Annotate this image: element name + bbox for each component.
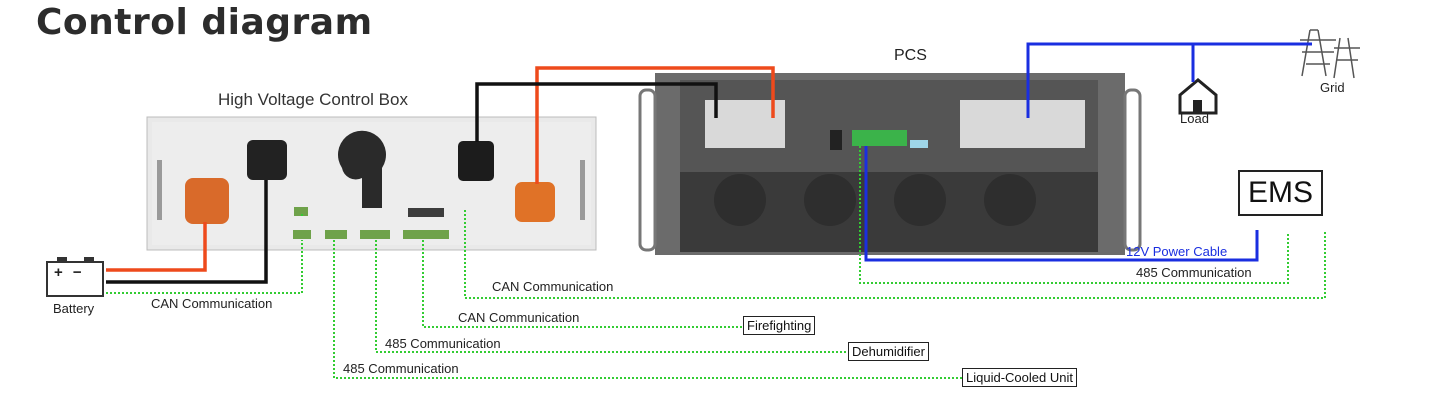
can-ems-label: CAN Communication xyxy=(492,279,614,294)
comm-485-liquid-label: 485 Communication xyxy=(343,361,459,376)
can-battery-label: CAN Communication xyxy=(151,296,273,311)
comm-485-ems-label: 485 Communication xyxy=(1136,265,1252,280)
isolator-switch xyxy=(338,130,387,208)
ac-cables xyxy=(864,42,1312,262)
power-cable-label: 12V Power Cable xyxy=(1126,244,1228,259)
positive-terminal-left xyxy=(185,178,229,224)
negative-terminal-left xyxy=(247,140,287,180)
page-title: Control diagram xyxy=(36,2,373,43)
hv-box-label: High Voltage Control Box xyxy=(218,90,408,109)
battery-icon xyxy=(46,257,104,297)
load-label: Load xyxy=(1180,111,1209,126)
liquid-cooled-box: Liquid-Cooled Unit xyxy=(962,368,1077,387)
comm-485-dehum-label: 485 Communication xyxy=(385,336,501,351)
house-icon xyxy=(1178,78,1218,115)
grid-label: Grid xyxy=(1320,80,1345,95)
firefighting-box: Firefighting xyxy=(743,316,816,335)
can-fire-label: CAN Communication xyxy=(458,310,580,325)
positive-terminal-right xyxy=(515,182,555,222)
dc-positive-cables xyxy=(106,66,775,272)
pcs-label: PCS xyxy=(894,47,927,64)
dehumidifier-box: Dehumidifier xyxy=(848,342,929,361)
comm-lines xyxy=(106,146,1326,379)
ems-box: EMS xyxy=(1238,170,1324,216)
battery-sign: + − xyxy=(54,264,85,281)
hv-control-box xyxy=(146,116,597,251)
dc-negative-cables xyxy=(106,82,718,284)
battery-label: Battery xyxy=(53,301,95,316)
negative-terminal-right xyxy=(458,141,494,181)
power-tower-icon xyxy=(1300,29,1360,79)
